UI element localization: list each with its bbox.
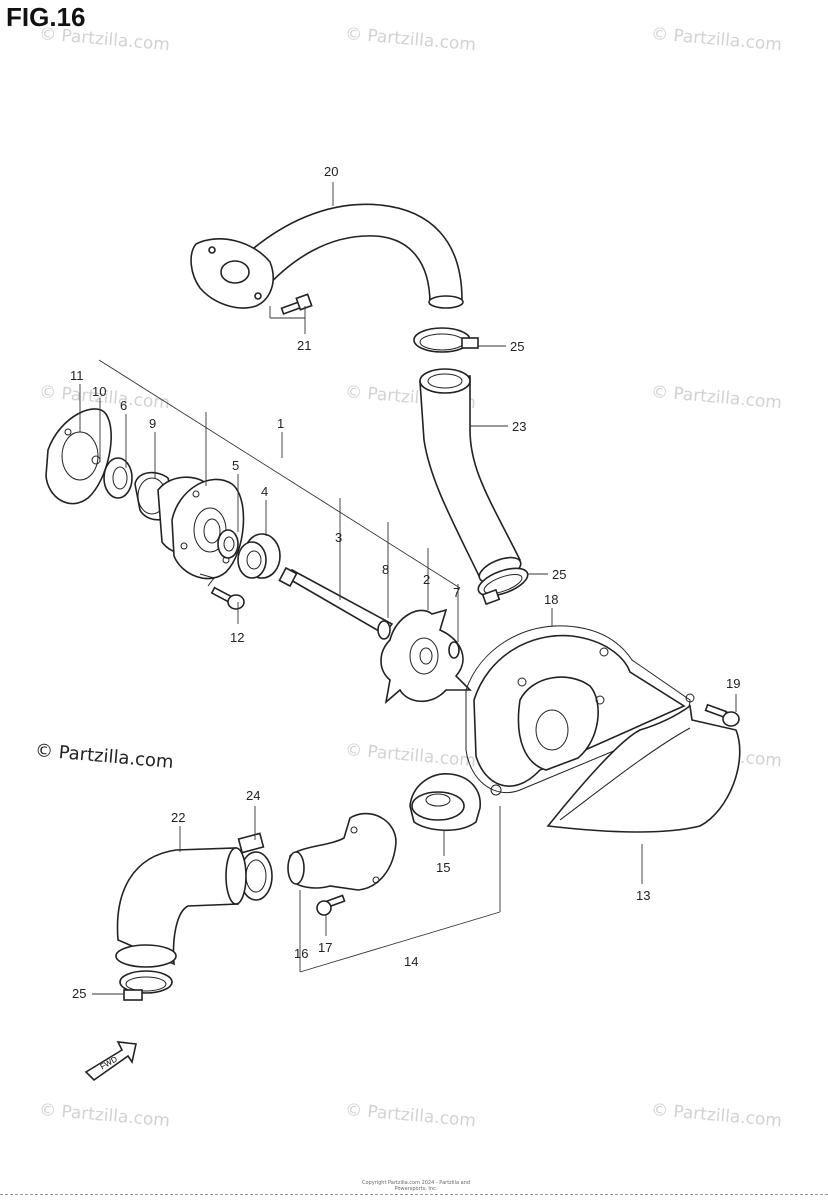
- part-25-clamp-middle[interactable]: [475, 563, 531, 606]
- callout-17[interactable]: 17: [318, 940, 332, 955]
- callout-7[interactable]: 7: [453, 585, 460, 600]
- callout-labels: 20 21 25 23 25 11 10 6 9 1 5 4 3 8 2 7 1…: [70, 164, 740, 1001]
- part-5-seal[interactable]: [217, 529, 239, 559]
- callout-13[interactable]: 13: [636, 888, 650, 903]
- part-21-bolt[interactable]: [280, 293, 313, 315]
- callout-12[interactable]: 12: [230, 630, 244, 645]
- part-11-seal-plate[interactable]: [45, 408, 112, 505]
- part-12-bolt[interactable]: [210, 586, 245, 610]
- part-22-elbow-hose[interactable]: [115, 847, 247, 968]
- callout-8[interactable]: 8: [382, 562, 389, 577]
- callout-16[interactable]: 16: [294, 946, 308, 961]
- part-16-thermostat-housing[interactable]: [287, 812, 397, 891]
- part-23-hose[interactable]: [419, 368, 524, 588]
- callout-9[interactable]: 9: [149, 416, 156, 431]
- part-8-ring[interactable]: [377, 620, 391, 640]
- part-13-cover[interactable]: [546, 693, 741, 833]
- copyright-note: Copyright Partzilla.com 2024 - Partzilla…: [361, 1180, 471, 1192]
- callout-6[interactable]: 6: [120, 398, 127, 413]
- callout-25-lower[interactable]: 25: [72, 986, 86, 1001]
- callout-22[interactable]: 22: [171, 810, 185, 825]
- part-7-washer[interactable]: [448, 641, 460, 659]
- fwd-arrow-icon: FWD: [84, 1041, 137, 1082]
- leader-lines: [79, 182, 737, 995]
- part-2-impeller[interactable]: [380, 608, 472, 705]
- callout-21[interactable]: 21: [297, 338, 311, 353]
- callout-23[interactable]: 23: [512, 419, 526, 434]
- callout-15[interactable]: 15: [436, 860, 450, 875]
- part-3-shaft[interactable]: [278, 566, 394, 636]
- part-15-thermostat[interactable]: [409, 773, 481, 832]
- part-25-clamp-upper[interactable]: [413, 327, 479, 353]
- callout-1[interactable]: 1: [277, 416, 284, 431]
- callout-4[interactable]: 4: [261, 484, 268, 499]
- callout-19[interactable]: 19: [726, 676, 740, 691]
- part-19-bolt[interactable]: [704, 703, 740, 727]
- callout-10[interactable]: 10: [92, 384, 106, 399]
- callout-3[interactable]: 3: [335, 530, 342, 545]
- callout-25-middle[interactable]: 25: [552, 567, 566, 582]
- part-17-bolt[interactable]: [316, 894, 346, 916]
- page-divider: [0, 1194, 828, 1195]
- callout-24[interactable]: 24: [246, 788, 260, 803]
- callout-25-upper[interactable]: 25: [510, 339, 524, 354]
- callout-2[interactable]: 2: [423, 572, 430, 587]
- part-6-bearing[interactable]: [103, 457, 133, 499]
- callout-14[interactable]: 14: [404, 954, 418, 969]
- callout-20[interactable]: 20: [324, 164, 338, 179]
- part-25-clamp-lower[interactable]: [119, 970, 173, 1001]
- part-4-mechanical-seal[interactable]: [237, 533, 281, 579]
- part-18-gasket[interactable]: [465, 625, 691, 794]
- pump-cover[interactable]: [473, 634, 686, 796]
- figure-title: FIG.16: [6, 2, 86, 32]
- callout-5[interactable]: 5: [232, 458, 239, 473]
- callout-11[interactable]: 11: [70, 368, 84, 383]
- part-24-clamp[interactable]: [237, 832, 273, 901]
- callout-18[interactable]: 18: [544, 592, 558, 607]
- part-20-outlet-pipe[interactable]: [190, 203, 464, 309]
